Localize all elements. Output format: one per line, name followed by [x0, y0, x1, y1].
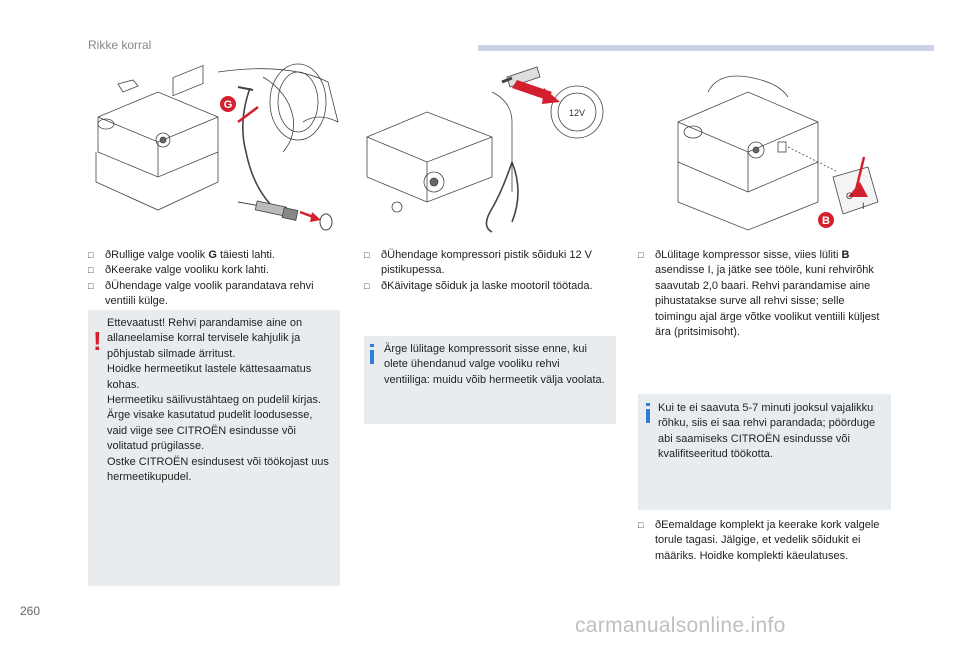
info-box: Ärge lülitage kompressorit sisse enne, k…	[364, 336, 616, 424]
illustration-hose: G	[88, 62, 340, 234]
switch-i-label: I	[862, 201, 865, 211]
bullet-icon: □	[88, 280, 94, 291]
callout-g-label: G	[224, 99, 233, 111]
bullet-icon: □	[638, 250, 644, 260]
bullet-item: □Ühendage valge voolik parandatava rehvi…	[88, 279, 338, 310]
col1-instructions: □Rullige valge voolik G täiesti lahti. □…	[88, 248, 338, 310]
section-title: Rikke korral	[88, 38, 152, 52]
compressor-12v-drawing: 12V	[366, 66, 604, 233]
info-icon	[646, 409, 650, 423]
illustration-12v: 12V	[362, 62, 616, 234]
switch-o-label: O	[846, 191, 853, 201]
bullet-item: □Eemaldage komplekt ja keerake kork valg…	[638, 518, 888, 564]
bullet-icon: □	[88, 265, 94, 276]
col3-instructions: □Lülitage kompressor sisse, viies lüliti…	[638, 248, 888, 340]
illustration-switch: O I B	[638, 62, 892, 234]
info-box: Kui te ei saavuta 5-7 minuti jooksul vaj…	[638, 394, 891, 510]
info-icon-dot	[370, 344, 374, 347]
bullet-item: □Ühendage kompressori pistik sõiduki 12 …	[364, 248, 614, 279]
info-text: Kui te ei saavuta 5-7 minuti jooksul vaj…	[658, 402, 876, 461]
header-bar	[478, 45, 934, 51]
warning-text: Hoidke hermeetikut lastele kättesaamatus…	[107, 363, 312, 391]
info-icon	[370, 350, 374, 364]
bullet-icon: □	[638, 520, 644, 530]
bullet-icon: □	[364, 250, 370, 260]
bullet-item: □Lülitage kompressor sisse, viies lüliti…	[638, 248, 888, 340]
socket-12v-label: 12V	[569, 108, 585, 118]
callout-b-badge	[818, 212, 834, 228]
compressor-hose-drawing: G	[95, 63, 339, 231]
warning-text: Ettevaatust! Rehvi parandamise aine on a…	[107, 317, 303, 360]
info-text: Ärge lülitage kompressorit sisse enne, k…	[384, 343, 605, 386]
info-icon-dot	[646, 403, 650, 406]
warning-text: Ostke CITROËN esindusest või töökojast u…	[107, 455, 329, 484]
callout-g-badge	[220, 96, 236, 112]
page-number: 260	[20, 604, 41, 618]
bullet-item: □Käivitage sõiduk ja laske mootoril tööt…	[364, 279, 614, 294]
warning-text: Hermeetiku säilivustähtaeg on pudelil ki…	[107, 394, 321, 407]
bullet-item: □Keerake valge vooliku kork lahti.	[88, 263, 338, 278]
col3-instructions-final: □Eemaldage komplekt ja keerake kork valg…	[638, 518, 888, 564]
bullet-icon: □	[364, 280, 370, 291]
bullet-icon: □	[88, 250, 94, 260]
callout-b-label: B	[822, 215, 830, 227]
warning-icon: !	[93, 326, 102, 356]
warning-text: Ärge visake kasutatud pudelit loodusesse…	[107, 409, 313, 453]
compressor-switch-drawing: O I B	[677, 75, 879, 231]
col2-instructions: □Ühendage kompressori pistik sõiduki 12 …	[364, 248, 614, 294]
warning-box: ! Ettevaatust! Rehvi parandamise aine on…	[88, 310, 340, 586]
bullet-item: □Rullige valge voolik G täiesti lahti.	[88, 248, 338, 263]
watermark: carmanualsonline.info	[575, 614, 786, 637]
